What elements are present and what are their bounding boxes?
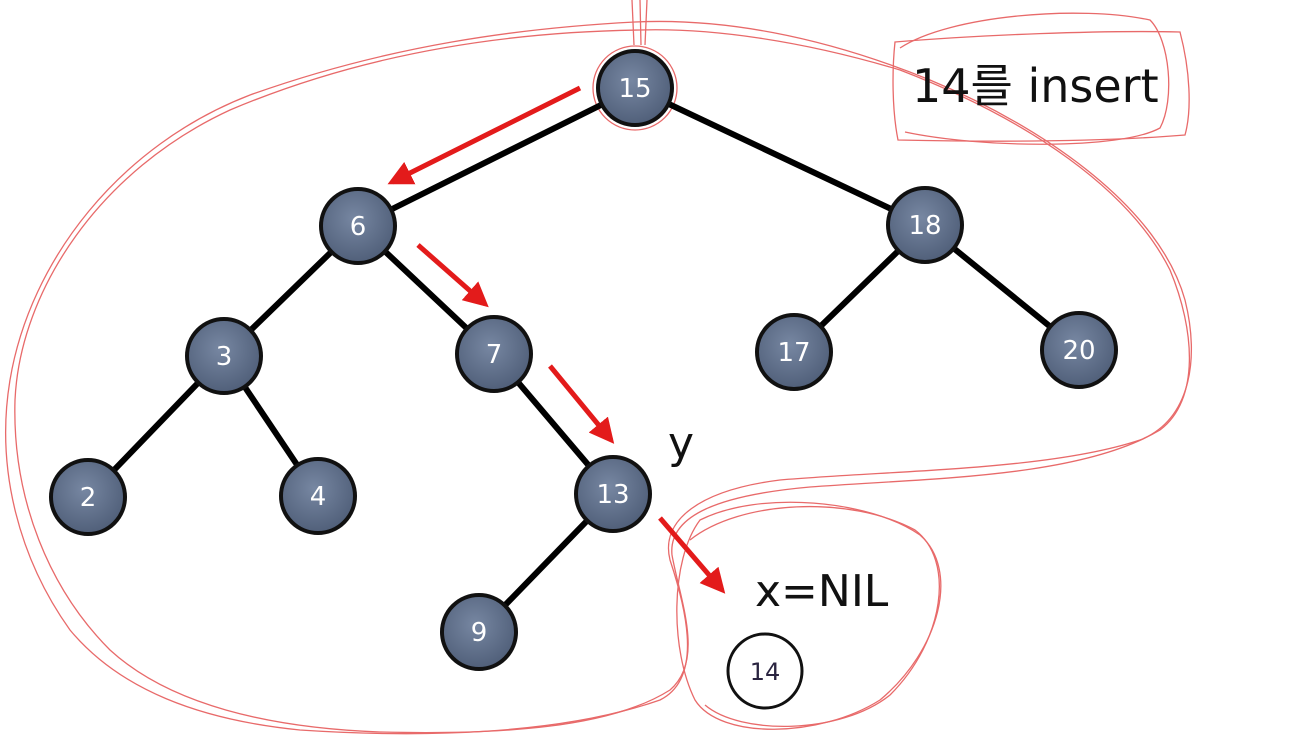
sketch-title-box-2: [899, 12, 1170, 145]
sketch-root-tick-1: [631, 0, 635, 46]
node-label-2: 2: [80, 483, 97, 513]
node-7: 7: [455, 315, 533, 393]
sketch-root-tick-2: [639, 0, 642, 46]
node-label-13: 13: [596, 480, 629, 510]
sketch-title-box: [892, 30, 1190, 142]
arrow-7-13: [548, 364, 615, 444]
node-circle-18: [886, 186, 964, 264]
label-x-nil: x=NIL: [755, 566, 889, 617]
sketch-outline-small: [676, 501, 942, 730]
title-text: 14를 insert: [912, 59, 1159, 113]
sketch-outline-big-2: [14, 29, 1191, 734]
arrow-15-6: [387, 85, 582, 185]
node-circle-6: [319, 187, 397, 265]
node-20: 20: [1040, 311, 1118, 389]
arrow-6-7: [416, 243, 489, 308]
node-4: 4: [279, 457, 357, 535]
node-18: 18: [886, 186, 964, 264]
node-label-3: 3: [216, 342, 233, 372]
node-circle-17: [755, 313, 833, 391]
node-circle-9: [440, 593, 518, 671]
new-node-circle: [726, 632, 804, 710]
node-3: 3: [185, 317, 263, 395]
node-circle-4: [279, 457, 357, 535]
new-node-14: 14: [726, 632, 804, 710]
node-label-9: 9: [471, 618, 488, 648]
sketch-circle-root: [592, 45, 678, 131]
node-15: 15: [596, 49, 674, 127]
node-label-17: 17: [777, 338, 810, 368]
node-6: 6: [319, 187, 397, 265]
node-circle-20: [1040, 311, 1118, 389]
sketch-annotations: [5, 0, 1193, 735]
arrow-13-nil: [658, 516, 726, 594]
edge-15-6: [356, 85, 637, 229]
sketch-outline-big: [5, 20, 1193, 735]
node-label-7: 7: [486, 340, 503, 370]
node-17: 17: [755, 313, 833, 391]
label-y: y: [668, 418, 694, 469]
sketch-root-tick-3: [644, 0, 648, 46]
edge-15-18: [633, 85, 927, 228]
node-2: 2: [49, 458, 127, 536]
tree-nodes: 15 6 18 3 7 17 20 2 4 13 9: [49, 49, 1118, 671]
node-13: 13: [574, 455, 652, 533]
sketch-outline-small-2: [689, 505, 940, 728]
node-label-4: 4: [310, 482, 327, 512]
node-circle-7: [455, 315, 533, 393]
node-label-6: 6: [350, 212, 367, 242]
search-arrows: [387, 85, 726, 594]
node-label-15: 15: [618, 74, 651, 104]
node-circle-15: [596, 49, 674, 127]
node-circle-3: [185, 317, 263, 395]
node-circle-13: [574, 455, 652, 533]
node-label-20: 20: [1062, 336, 1095, 366]
node-9: 9: [440, 593, 518, 671]
node-circle-2: [49, 458, 127, 536]
node-label-18: 18: [908, 211, 941, 241]
new-node-label: 14: [750, 658, 781, 686]
